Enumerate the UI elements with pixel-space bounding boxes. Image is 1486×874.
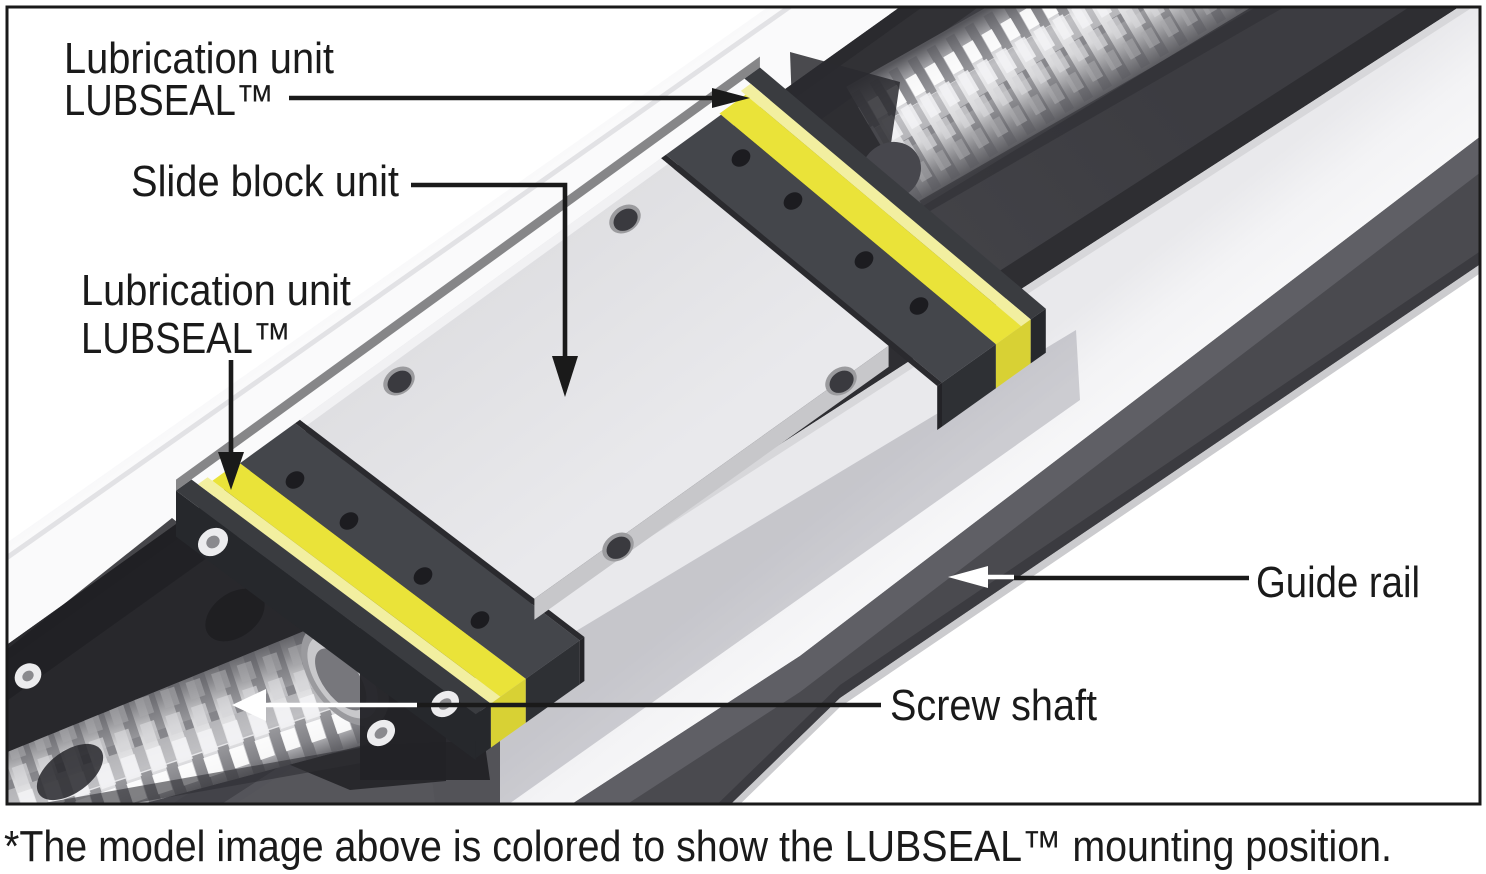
svg-text:Guide rail: Guide rail [1256, 559, 1420, 607]
svg-text:Slide block unit: Slide block unit [131, 158, 399, 206]
svg-text:Lubrication unit: Lubrication unit [64, 35, 334, 83]
svg-text:Lubrication unit: Lubrication unit [81, 267, 351, 315]
svg-text:*The model image above is colo: *The model image above is colored to sho… [4, 823, 1392, 871]
svg-text:Screw shaft: Screw shaft [890, 682, 1097, 730]
svg-text:LUBSEAL™: LUBSEAL™ [64, 77, 274, 125]
svg-text:LUBSEAL™: LUBSEAL™ [81, 315, 291, 363]
